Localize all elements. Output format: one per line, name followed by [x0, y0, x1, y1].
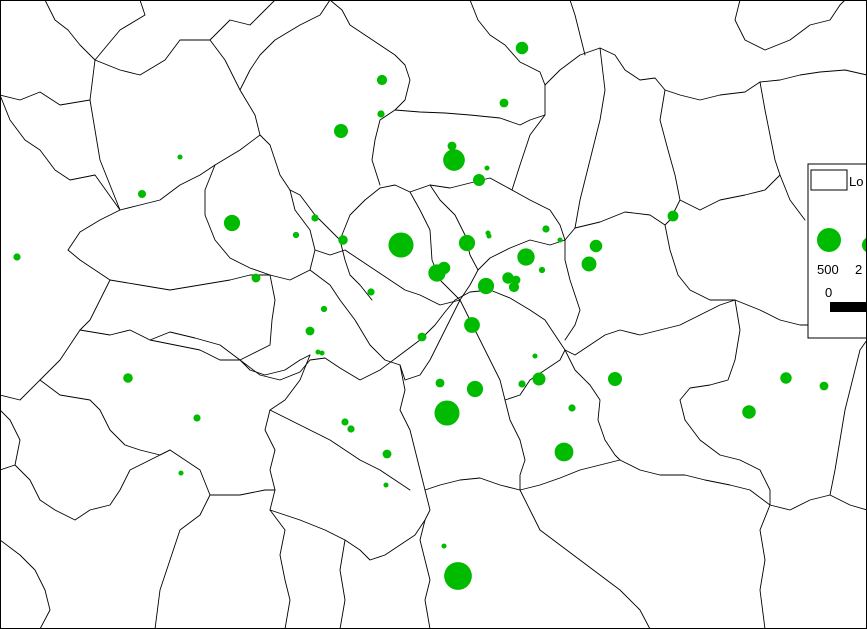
map-point-symbol[interactable]: [417, 332, 427, 342]
map-point-symbol[interactable]: [508, 281, 520, 293]
map-point-symbol[interactable]: [315, 349, 321, 355]
map-point-symbol[interactable]: [819, 381, 829, 391]
map-point-symbol[interactable]: [437, 261, 451, 275]
map-point-symbol[interactable]: [383, 482, 389, 488]
map-point-symbol[interactable]: [320, 305, 328, 313]
legend-size-label-large: 500: [817, 262, 839, 277]
map-point-symbol[interactable]: [123, 373, 133, 383]
map-point-symbol[interactable]: [137, 189, 147, 199]
map-point-symbol[interactable]: [554, 442, 574, 462]
map-point-symbol[interactable]: [568, 404, 576, 412]
map-point-symbol[interactable]: [251, 273, 261, 283]
map-point-symbol[interactable]: [557, 237, 563, 243]
map-point-symbol[interactable]: [441, 543, 447, 549]
map-point-symbol[interactable]: [377, 110, 385, 118]
map-legend: Lo 500 2 0: [807, 163, 867, 339]
map-point-symbol[interactable]: [311, 214, 319, 222]
legend-scale-label: 0: [825, 285, 832, 300]
map-point-symbol[interactable]: [434, 400, 460, 426]
map-point-symbol[interactable]: [305, 326, 315, 336]
map-point-symbol[interactable]: [367, 288, 375, 296]
map-point-symbol[interactable]: [608, 372, 622, 386]
map-point-symbol[interactable]: [13, 253, 21, 261]
map-point-symbol[interactable]: [193, 414, 201, 422]
map-point-symbol[interactable]: [532, 372, 546, 386]
map-point-symbol[interactable]: [667, 210, 679, 222]
legend-size-symbol-large: [817, 228, 841, 252]
map-point-symbol[interactable]: [589, 239, 603, 253]
map-point-symbol[interactable]: [542, 225, 550, 233]
legend-layer-swatch: [810, 169, 848, 191]
map-point-symbol[interactable]: [517, 248, 535, 266]
map-point-symbol[interactable]: [435, 378, 445, 388]
map-point-symbol[interactable]: [485, 230, 491, 236]
map-point-symbol[interactable]: [292, 231, 300, 239]
legend-size-symbol-medium: [862, 237, 867, 253]
map-point-symbol[interactable]: [388, 232, 414, 258]
map-point-symbol[interactable]: [334, 124, 348, 138]
map-point-symbol[interactable]: [341, 418, 349, 426]
map-point-symbol[interactable]: [338, 235, 348, 245]
map-point-symbol[interactable]: [177, 154, 183, 160]
map-point-symbol[interactable]: [347, 425, 355, 433]
legend-scale-bar: [830, 302, 867, 312]
map-point-symbol[interactable]: [458, 234, 476, 252]
map-point-symbol[interactable]: [460, 575, 470, 585]
map-point-symbol[interactable]: [376, 74, 388, 86]
map-point-symbol[interactable]: [532, 353, 538, 359]
map-point-symbol[interactable]: [518, 380, 526, 388]
map-point-symbol[interactable]: [538, 266, 546, 274]
map-point-symbol[interactable]: [499, 98, 509, 108]
map-point-symbol[interactable]: [515, 41, 529, 55]
map-point-symbol[interactable]: [484, 165, 490, 171]
legend-size-label-medium: 2: [855, 262, 862, 277]
map-point-symbol[interactable]: [178, 470, 184, 476]
map-point-symbol[interactable]: [742, 405, 756, 419]
map-point-symbol[interactable]: [443, 149, 465, 171]
map-point-symbol[interactable]: [223, 214, 241, 232]
map-point-symbol[interactable]: [382, 449, 392, 459]
map-point-symbol[interactable]: [780, 372, 792, 384]
map-point-symbol[interactable]: [581, 256, 597, 272]
legend-layer-label: Lo: [849, 174, 863, 189]
map-point-symbol[interactable]: [477, 277, 495, 295]
map-point-symbol[interactable]: [464, 317, 480, 333]
map-point-symbol[interactable]: [447, 141, 457, 151]
map-point-symbol[interactable]: [319, 350, 325, 356]
map-point-symbol[interactable]: [466, 380, 484, 398]
map-point-symbol[interactable]: [473, 174, 485, 186]
map-point-symbol[interactable]: [444, 562, 472, 590]
proportional-symbols: [13, 41, 829, 590]
map-point-symbol[interactable]: [502, 272, 514, 284]
